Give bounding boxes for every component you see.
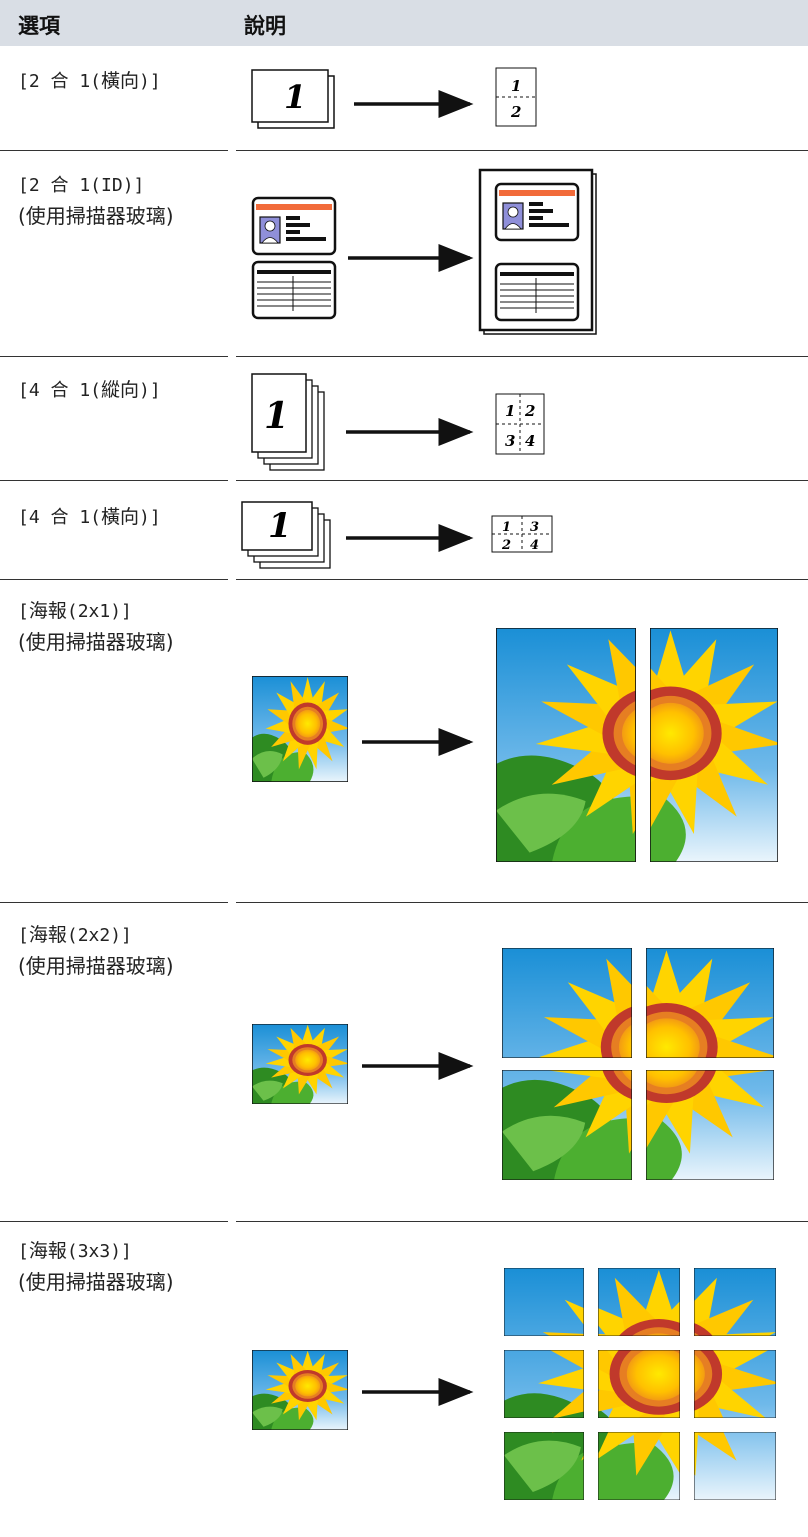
page-number: 3: [505, 432, 515, 450]
row-divider: [0, 902, 228, 903]
row-divider: [0, 150, 228, 151]
figure-poster-2x1: [252, 628, 778, 862]
row-divider: [0, 356, 228, 357]
figure-poster-3x3: [252, 1268, 776, 1500]
page-number-1: 1: [284, 78, 306, 116]
row-divider: [0, 1221, 228, 1222]
row-divider: [0, 480, 228, 481]
row-divider: [236, 356, 808, 357]
row-divider: [236, 902, 808, 903]
option-2in1-landscape: [2 合 1(橫向)]: [18, 70, 161, 92]
row-divider: [236, 1221, 808, 1222]
page-number: 1: [511, 77, 521, 95]
page-number: 1: [502, 520, 511, 535]
page-number-1: 1: [268, 506, 292, 546]
page-number: 3: [530, 520, 539, 535]
source-photo: [252, 1024, 348, 1104]
row-divider: [236, 480, 808, 481]
option-4in1-landscape: [4 合 1(橫向)]: [18, 506, 161, 528]
option-poster-2x2: [海報(2x2)] (使用掃描器玻璃): [18, 924, 174, 978]
page-number: 4: [525, 432, 535, 450]
page-number: 1: [505, 402, 515, 420]
option-2in1-id: [2 合 1(ID)] (使用掃描器玻璃): [18, 175, 174, 228]
source-photo: [252, 1350, 348, 1430]
source-photo: [252, 676, 348, 782]
figure-2in1-landscape: 1 1 2: [251, 67, 537, 129]
figure-2in1-id: [251, 168, 597, 335]
option-4in1-portrait: [4 合 1(縱向)]: [18, 379, 161, 401]
page-number: 2: [501, 538, 511, 553]
page-number: 2: [524, 402, 535, 420]
figure-poster-2x2: [252, 948, 774, 1180]
table-header: [0, 0, 808, 46]
figure-4in1-landscape: 1 1 3 2 4: [241, 501, 553, 569]
row-divider: [236, 579, 808, 580]
figure-4in1-portrait: 1 1 2 3 4: [251, 373, 545, 471]
option-column-header: 選項: [18, 14, 60, 38]
row-divider: [0, 579, 228, 580]
description-column-header: 說明: [244, 14, 286, 38]
page-number: 2: [510, 103, 521, 121]
page-number: 4: [530, 538, 539, 553]
page-number-1: 1: [264, 395, 289, 437]
option-poster-3x3: [海報(3x3)] (使用掃描器玻璃): [18, 1240, 174, 1294]
option-poster-2x1: [海報(2x1)] (使用掃描器玻璃): [18, 600, 174, 654]
row-divider: [236, 150, 808, 151]
